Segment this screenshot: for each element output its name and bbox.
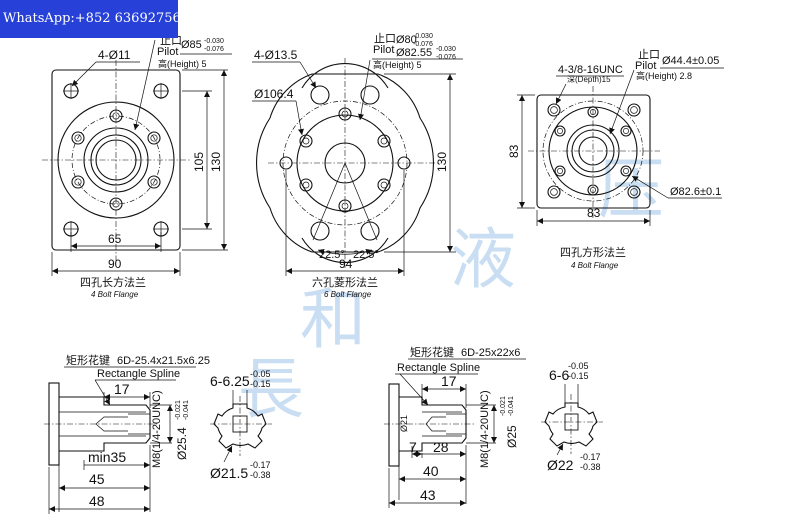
flange3-pilot-label: Pilot: [635, 60, 656, 72]
flange2-caption-cn: 六孔菱形法兰: [312, 275, 378, 289]
watermark: 長 和 液 压: [238, 151, 664, 428]
shaft-left-dim-min35: min35: [88, 449, 126, 465]
contact-banner: WhatsApp:+852 63692756: [0, 0, 178, 38]
shaft-right-dim-17: 17: [441, 373, 457, 389]
flange2-bolt-circle: Ø106.4: [254, 87, 294, 101]
flange-4bolt-square: 4-3/8-16UNC 深(Depth)15 止口 Pilot Ø44.4±0.…: [507, 48, 724, 270]
flange-6bolt: 22.5° 22.5° 4-Ø13.5 Ø106.4 止口 Pilot Ø80 …: [252, 32, 463, 299]
flange3-dim-83-v: 83: [507, 144, 521, 158]
flange3-pilot-dia: Ø44.4±0.05: [662, 55, 719, 67]
flange1-dim-105: 105: [192, 152, 206, 172]
flange-4bolt-rect: 4-Ø11 止口 Pilot Ø85 -0.030 -0.076 高(Heigh…: [42, 34, 232, 299]
shaft-left-dia-tol-b: -0.041: [183, 400, 190, 420]
shaft-left-dim-48: 48: [89, 493, 105, 509]
flange1-height: 高(Height) 5: [158, 58, 207, 69]
flange1-holes: 4-Ø11: [98, 48, 131, 62]
flange1-dim-65: 65: [108, 232, 122, 246]
flange1-caption-cn: 四孔长方法兰: [80, 275, 146, 289]
flange2-dim-94: 94: [339, 257, 353, 271]
flange2-height: 高(Height) 5: [373, 59, 422, 70]
shaft-left: 矩形花键 6D-25.4x21.5x6.25 Rectangle Spline …: [44, 353, 272, 514]
shaft-right-spline-spec: 6D-25x22x6: [461, 347, 520, 359]
shaft-left-spline-cn: 矩形花键: [66, 353, 110, 367]
flange2-pilot-dia2-tol-upper: -0.030: [436, 46, 456, 53]
shaft-right-key-tol-a: -0.05: [568, 361, 589, 371]
shaft-right-spline-cn: 矩形花键: [410, 345, 454, 359]
shaft-right: 矩形花键 6D-25x22x6 Rectangle Spline 17 Ø21 …: [384, 345, 603, 508]
shaft-left-minor-dia: Ø21.5: [210, 465, 248, 481]
flange3-depth: 深(Depth)15: [567, 75, 611, 84]
shaft-left-dim-45: 45: [89, 471, 105, 487]
shaft-right-thread: M8(1/4-20UNC): [479, 390, 491, 468]
shaft-right-dim-43: 43: [420, 487, 436, 503]
shaft-left-key-tol-b: -0.15: [250, 379, 271, 389]
flange2-holes: 4-Ø13.5: [254, 48, 298, 62]
shaft-right-dia-tol-a: -0.021: [500, 396, 507, 416]
shaft-left-thread: M8(1/4-20UNC): [151, 390, 163, 468]
flange2-pilot-dia1: Ø80: [396, 34, 417, 46]
flange3-dim-83-h: 83: [587, 206, 601, 220]
flange2-angle-right: 22.5°: [353, 249, 379, 261]
shaft-left-spline-en: Rectangle Spline: [97, 368, 180, 380]
shaft-right-key-tol-b: -0.15: [568, 371, 589, 381]
flange2-dim-130: 130: [435, 152, 449, 172]
flange1-pilot-tol-lower: -0.076: [204, 46, 224, 53]
flange3-caption-en: 4 Bolt Flange: [571, 261, 619, 270]
shaft-right-spline-en: Rectangle Spline: [397, 362, 480, 374]
flange2-pilot-dia1-tol-upper: -0.030: [413, 33, 433, 40]
shaft-right-minor-tol-a: -0.17: [580, 452, 601, 462]
shaft-left-key-width: 6-6.25: [210, 373, 250, 389]
shaft-right-minor-tol-b: -0.38: [580, 462, 601, 472]
shaft-left-minor-tol-b: -0.38: [250, 470, 271, 480]
flange2-pilot-dia2: Ø82.55: [396, 47, 432, 59]
shaft-right-key-width: 6-6: [549, 367, 569, 383]
watermark-char-1: 長: [238, 351, 304, 428]
shaft-left-dim-17: 17: [114, 381, 130, 397]
shaft-right-dim-28: 28: [433, 439, 449, 455]
shaft-right-dia-upper: Ø25: [505, 425, 519, 448]
flange2-pilot-label: Pilot: [373, 44, 394, 56]
flange2-pilot-dia1-tol-lower: -0.076: [413, 41, 433, 48]
shaft-left-dia-tol-a: -0.021: [175, 400, 182, 420]
flange3-caption-cn: 四孔方形法兰: [560, 245, 626, 259]
shaft-left-key-tol-a: -0.05: [250, 369, 271, 379]
shaft-right-dia-tol-b: -0.041: [508, 396, 515, 416]
flange1-pilot-tol-upper: -0.030: [204, 38, 224, 45]
flange1-pilot-dia: Ø85: [181, 39, 202, 51]
flange3-pilot-cn: 止口: [638, 48, 660, 61]
flange3-bolt-circle: Ø82.6±0.1: [670, 186, 721, 198]
shaft-right-dim-7: 7: [409, 439, 417, 455]
flange1-dim-130: 130: [209, 152, 223, 172]
flange3-holes: 4-3/8-16UNC: [558, 64, 623, 76]
shaft-right-minor-dia: Ø22: [547, 457, 574, 473]
shaft-left-minor-tol-a: -0.17: [250, 460, 271, 470]
flange2-caption-en: 6 Bolt Flange: [324, 290, 372, 299]
flange3-height: 高(Height) 2.8: [636, 70, 692, 81]
flange1-pilot-label: Pilot: [157, 46, 178, 58]
watermark-char-2: 和: [300, 281, 366, 358]
flange2-angle-left: 22.5°: [319, 249, 345, 261]
shaft-left-spline-spec: 6D-25.4x21.5x6.25: [117, 355, 210, 367]
shaft-right-dim-40: 40: [423, 463, 439, 479]
flange1-dim-90: 90: [108, 257, 122, 271]
flange2-pilot-dia2-tol-lower: -0.076: [436, 54, 456, 61]
shaft-left-dia-upper: Ø25.4: [175, 427, 189, 460]
watermark-char-3: 液: [450, 221, 516, 298]
shaft-right-dim-21: Ø21: [399, 415, 409, 432]
flange1-caption-en: 4 Bolt Flange: [91, 290, 139, 299]
flange2-pilot-cn: 止口: [374, 32, 396, 45]
